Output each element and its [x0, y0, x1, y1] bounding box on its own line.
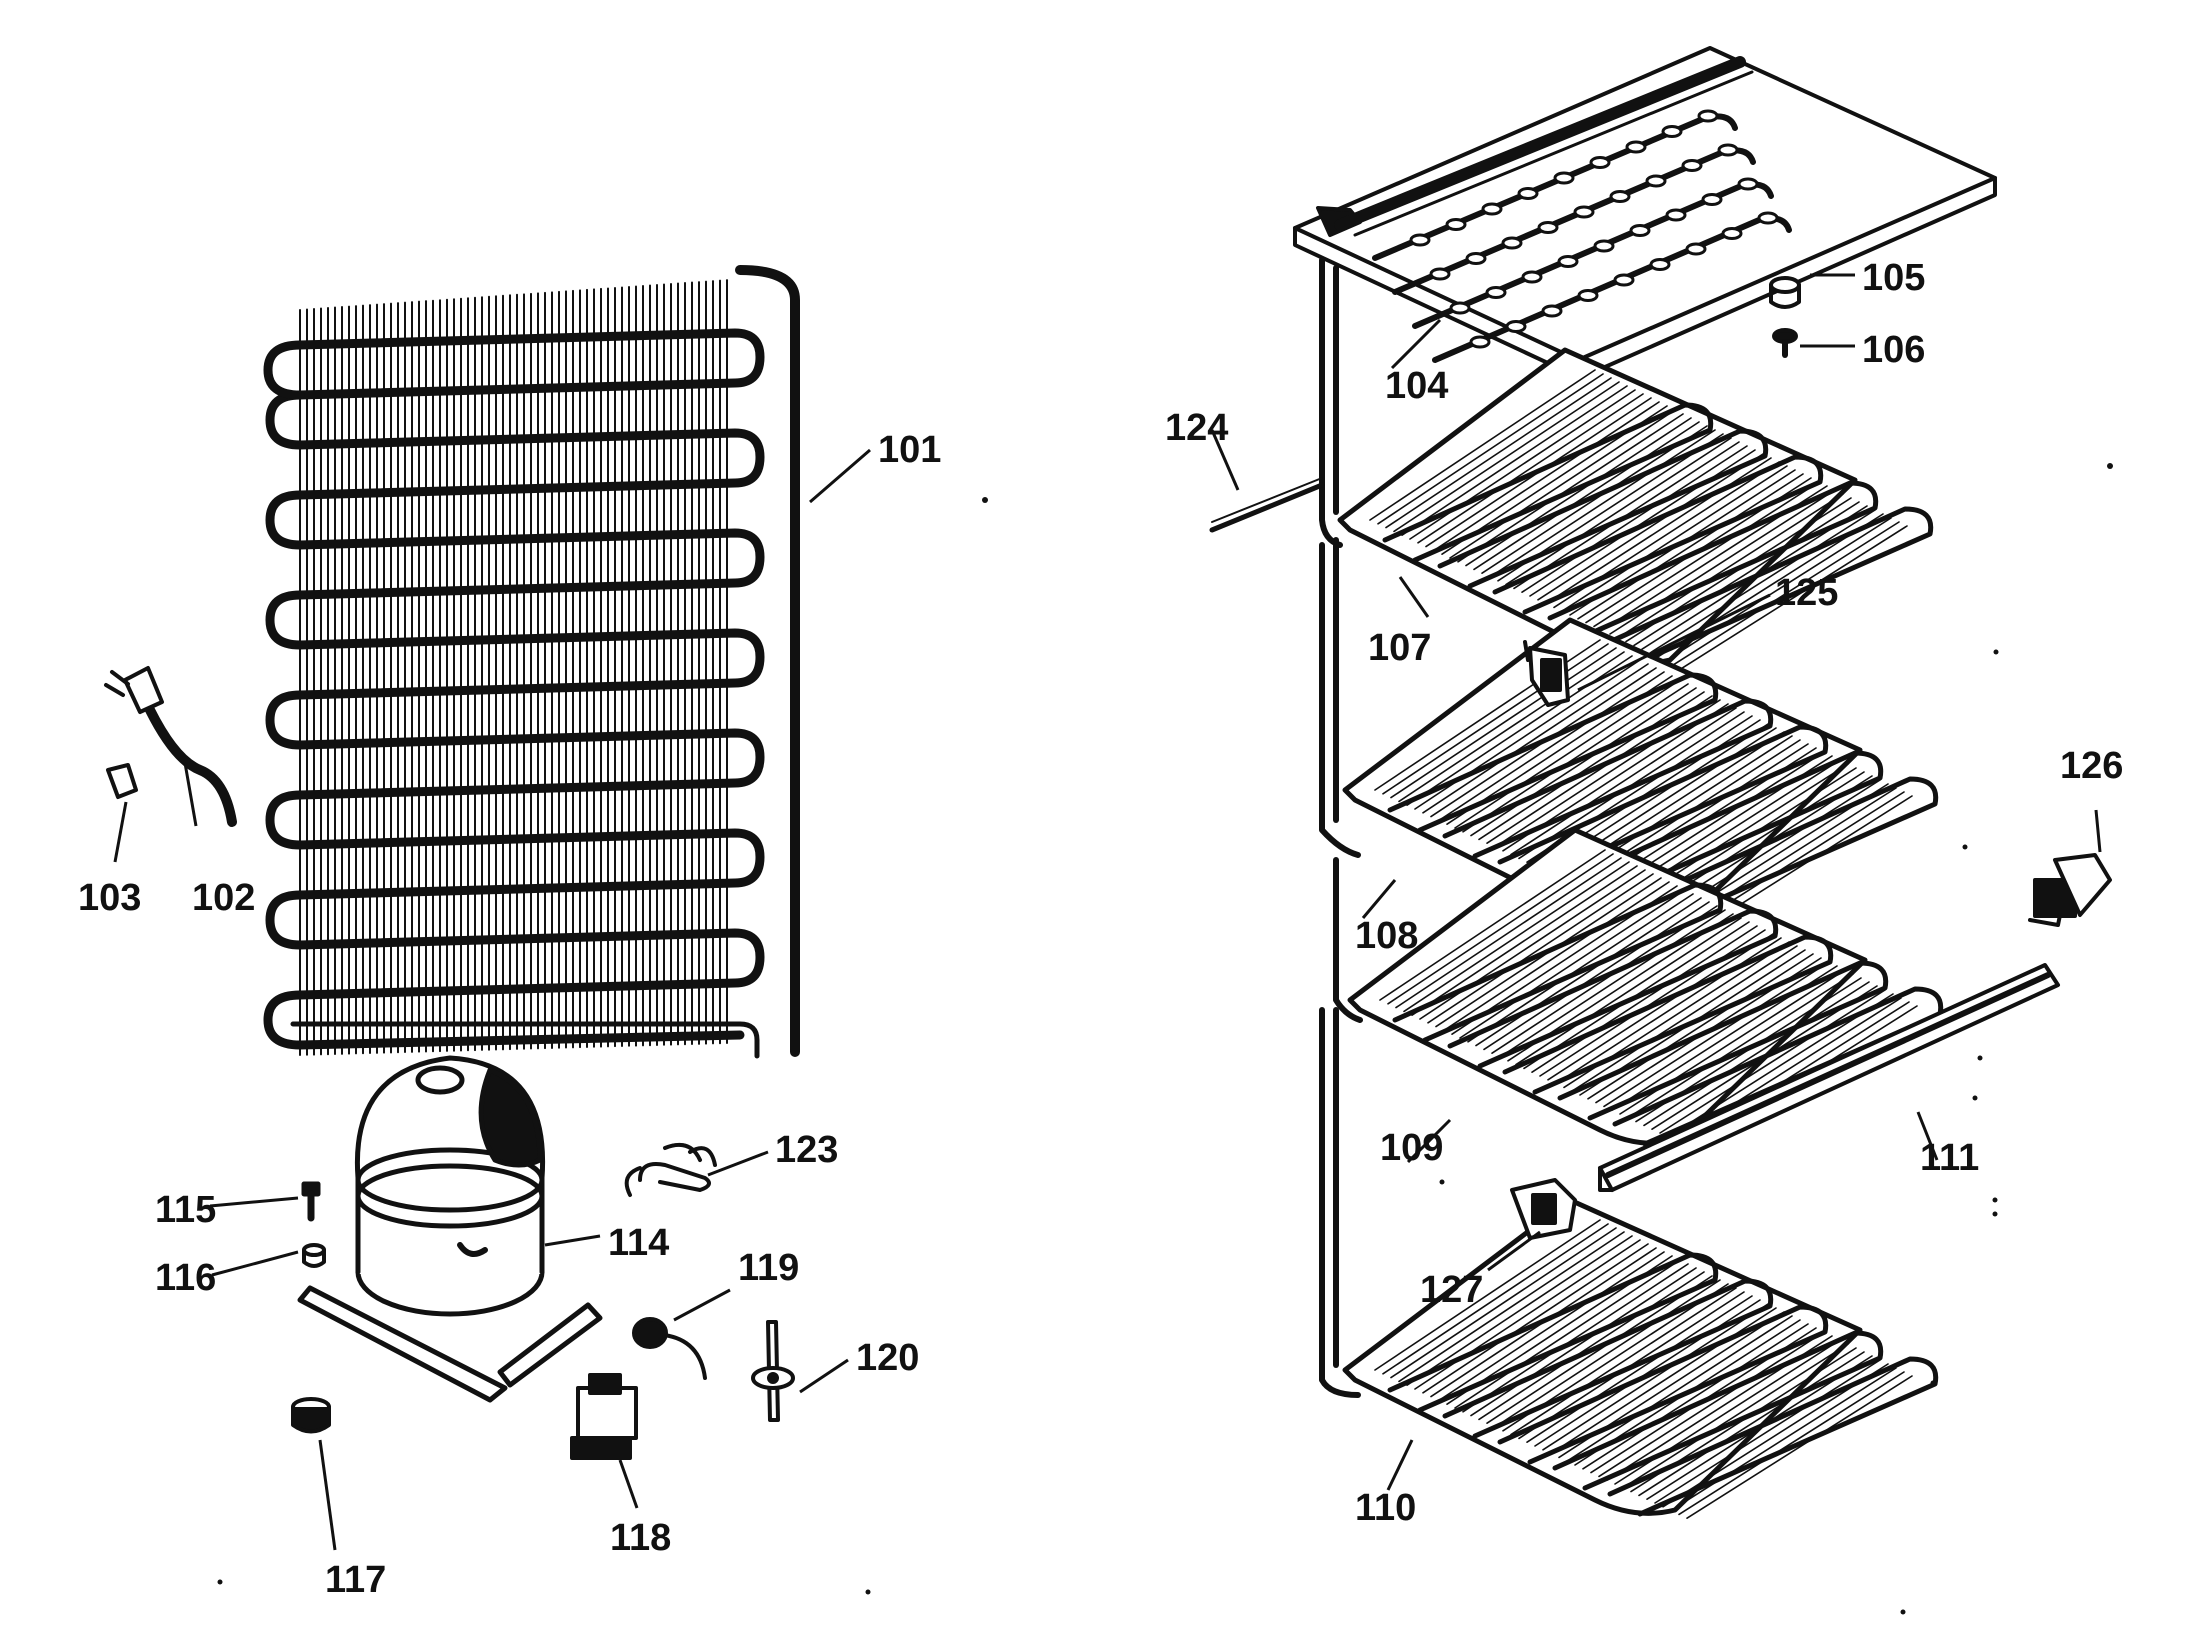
label-106: 106 — [1862, 329, 1925, 371]
grommet-large — [291, 1397, 331, 1434]
screw — [1772, 328, 1798, 358]
shelf-evaporator — [1347, 827, 1944, 1149]
label-108: 108 — [1355, 915, 1418, 957]
shelf-evaporator — [1342, 1197, 1939, 1519]
label-118: 118 — [610, 1517, 671, 1559]
condenser-coil — [263, 265, 800, 1059]
label-116: 116 — [155, 1257, 216, 1299]
label-104: 104 — [1385, 365, 1448, 407]
connecting-tubes — [1319, 257, 1363, 1398]
label-105: 105 — [1862, 257, 1925, 299]
capillary-tube — [1209, 477, 1325, 533]
label-107: 107 — [1368, 627, 1431, 669]
overload-protector — [632, 1317, 707, 1380]
part-labels: 101 102 103 104 105 106 107 108 109 110 … — [78, 257, 2123, 1601]
power-cord — [104, 666, 237, 827]
label-117: 117 — [325, 1559, 386, 1601]
shelf-evaporator — [1337, 347, 1934, 670]
label-120: 120 — [856, 1337, 919, 1379]
label-125: 125 — [1775, 572, 1838, 614]
evaporator-top — [1293, 46, 1997, 380]
tube-clamp — [624, 1143, 717, 1197]
label-119: 119 — [738, 1247, 799, 1289]
label-123: 123 — [775, 1129, 838, 1171]
label-115: 115 — [155, 1189, 216, 1231]
label-124: 124 — [1165, 407, 1228, 449]
thermostat — [2028, 853, 2112, 927]
bumper — [1769, 276, 1801, 309]
bolt — [301, 1181, 321, 1222]
relay — [570, 1373, 638, 1460]
shelf-clip-lower — [1510, 1178, 1577, 1240]
label-109: 109 — [1380, 1127, 1443, 1169]
compressor — [297, 1055, 603, 1403]
shelf-clip-upper — [1523, 640, 1570, 707]
label-103: 103 — [78, 877, 141, 919]
leader-lines — [113, 273, 2102, 1551]
scan-dots — [217, 463, 2113, 1615]
wire-nut — [106, 763, 138, 799]
label-126: 126 — [2060, 745, 2123, 787]
mounting-clip — [751, 1320, 795, 1422]
label-101: 101 — [878, 429, 941, 471]
label-111: 111 — [1920, 1137, 1979, 1179]
evaporator-shelves — [1337, 347, 1944, 1519]
grommet — [302, 1243, 326, 1268]
label-127: 127 — [1420, 1269, 1483, 1311]
trim-strip — [1598, 963, 2060, 1192]
label-102: 102 — [192, 877, 255, 919]
label-114: 114 — [608, 1222, 669, 1264]
label-110: 110 — [1355, 1487, 1416, 1529]
